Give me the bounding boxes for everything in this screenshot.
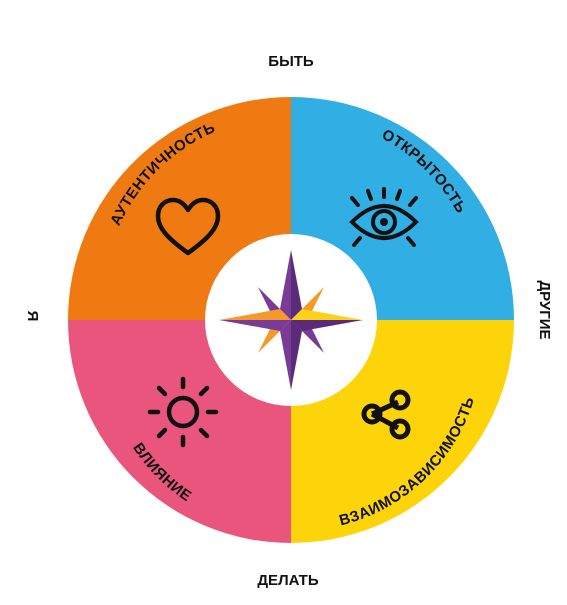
compass-rose-icon xyxy=(219,250,363,390)
axis-label-bottom: ДЕЛАТЬ xyxy=(257,572,318,589)
axis-label-left: Я xyxy=(24,311,41,322)
axis-label-top: БЫТЬ xyxy=(268,53,314,70)
heart-icon xyxy=(155,197,221,256)
eye-icon xyxy=(349,187,419,247)
axis-label-right: ДРУГИЕ xyxy=(536,280,553,339)
sun-icon xyxy=(147,376,219,448)
share-icon xyxy=(361,389,411,440)
